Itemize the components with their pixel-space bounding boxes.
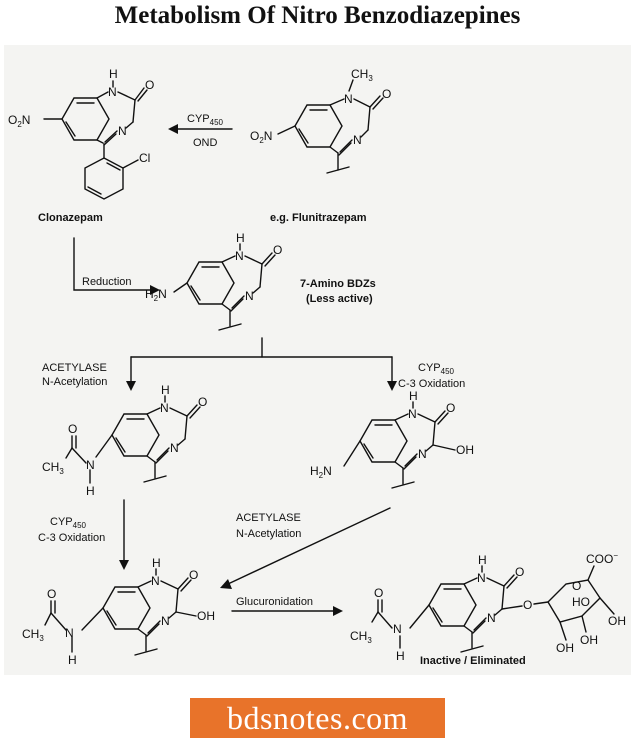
atom-O: O	[68, 422, 77, 436]
amino-group: H2N	[310, 464, 332, 480]
atom-H: H	[236, 231, 245, 245]
acetylase-label: ACETYLASE	[42, 362, 107, 374]
amino-bdz-label: 7-Amino BDZs	[300, 278, 376, 290]
acetamido-hydroxy-bdz-structure	[44, 568, 197, 656]
cyp450-label: CYP450	[50, 516, 87, 530]
n-acetylation-label: N-Acetylation	[236, 528, 301, 540]
glucuronide-structure	[371, 565, 615, 653]
atom-N: N	[65, 626, 74, 640]
acetamido-bdz-structure	[65, 395, 201, 484]
hydroxyl-group: HO	[572, 595, 590, 609]
atom-N: N	[86, 458, 95, 472]
amino-group: H2N	[145, 287, 167, 303]
reaction-labels: CYP450 OND Clonazepam e.g. Flunitrazepam…	[38, 113, 526, 667]
acetylase-label: ACETYLASE	[236, 512, 301, 524]
atom-N: N	[161, 614, 170, 628]
flunitrazepam-structure	[277, 79, 384, 174]
atom-H: H	[161, 383, 170, 397]
atom-O: O	[446, 401, 455, 415]
methyl-group: CH3	[350, 629, 372, 645]
amino-bdz-structure	[173, 243, 276, 331]
c3-oxidation-label: C-3 Oxidation	[398, 378, 465, 390]
atom-H: H	[396, 649, 405, 663]
atom-N: N	[151, 574, 160, 588]
atom-N: N	[235, 249, 244, 263]
atom-O: O	[47, 587, 56, 601]
hydroxy-amino-bdz-structure	[343, 401, 456, 489]
atom-O: O	[515, 565, 524, 579]
atom-N: N	[245, 289, 254, 303]
c3-oxidation-label: C-3 Oxidation	[38, 532, 105, 544]
cyp450-label: CYP450	[418, 362, 455, 376]
n-acetylation-label: N-Acetylation	[42, 376, 107, 388]
methyl-group: CH3	[42, 460, 64, 476]
hydroxyl-group: OH	[608, 614, 626, 628]
atom-N: N	[353, 133, 362, 147]
eliminated-label: Inactive / Eliminated	[420, 655, 526, 667]
hydroxyl-group: OH	[556, 641, 574, 655]
clonazepam-label: Clonazepam	[38, 212, 103, 224]
atom-O: O	[198, 395, 207, 409]
ond-label: OND	[193, 137, 218, 149]
atom-N: N	[108, 85, 117, 99]
atom-N: N	[477, 571, 486, 585]
methyl-group: CH3	[22, 627, 44, 643]
atom-O: O	[374, 586, 383, 600]
atom-N: N	[418, 447, 427, 461]
atom-O: O	[523, 598, 532, 612]
atom-N: N	[344, 92, 353, 106]
ring-oxygen: O	[572, 579, 581, 593]
atom-O: O	[273, 243, 282, 257]
cyp450-label: CYP450	[187, 113, 224, 127]
atom-Cl: Cl	[139, 151, 150, 165]
glucuronidation-label: Glucuronidation	[236, 596, 313, 608]
atom-H: H	[409, 389, 418, 403]
atom-H: H	[68, 653, 77, 667]
flunitrazepam-label: e.g. Flunitrazepam	[270, 212, 367, 224]
atom-H: H	[478, 553, 487, 567]
methyl-group: CH3	[351, 67, 373, 83]
nitro-group: O2N	[8, 113, 30, 129]
page-title: Metabolism Of Nitro Benzodiazepines	[114, 2, 521, 29]
atom-N: N	[118, 124, 127, 138]
atom-O: O	[145, 78, 154, 92]
atom-N: N	[408, 407, 417, 421]
atom-N: N	[487, 611, 496, 625]
watermark-logo: bdsnotes.com	[190, 698, 445, 738]
arrowheads	[119, 124, 397, 616]
atom-labels: H N O N O2N Cl CH3 N O N O2N H N O N H2N…	[8, 67, 626, 667]
reaction-arrows	[73, 128, 393, 612]
atom-O: O	[382, 87, 391, 101]
hydroxyl-group: OH	[456, 443, 474, 457]
diagram-panel	[4, 45, 631, 675]
less-active-label: (Less active)	[306, 293, 373, 305]
atom-H: H	[109, 67, 118, 81]
reduction-label: Reduction	[82, 276, 132, 288]
atom-H: H	[152, 556, 161, 570]
atom-N: N	[170, 441, 179, 455]
atom-H: H	[86, 484, 95, 498]
clonazepam-structure	[43, 80, 148, 200]
nitro-group: O2N	[250, 129, 272, 145]
atom-N: N	[393, 622, 402, 636]
atom-N: N	[160, 401, 169, 415]
hydroxyl-group: OH	[197, 609, 215, 623]
atom-O: O	[189, 568, 198, 582]
hydroxyl-group: OH	[580, 633, 598, 647]
carboxylate-group: COO−	[586, 551, 618, 566]
